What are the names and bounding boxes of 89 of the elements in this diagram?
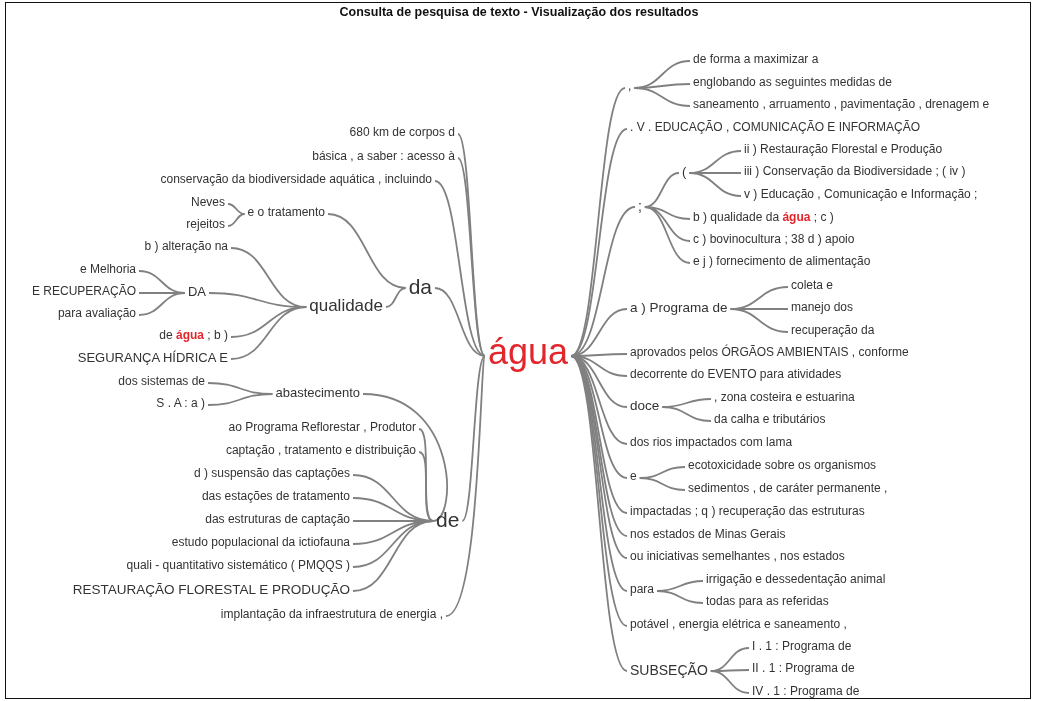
phrase-label: todas para as referidas [706,595,829,609]
phrase-label: iii ) Conservação da Biodiversidade ; ( iv ) [744,165,966,179]
phrase-label: . V . EDUCAÇÃO , COMUNICAÇÃO E INFORMAÇÃO [630,121,921,135]
phrase-label: dos rios impactados com lama [630,436,793,450]
phrase-label: II . 1 : Programa de [752,662,855,676]
phrase-label: ecotoxicidade sobre os organismos [688,459,877,473]
phrase-label: estudo populacional da ictiofauna [171,536,350,550]
phrase-label: e o tratamento [247,206,325,220]
branch-line [644,206,691,264]
phrase-label: IV . 1 : Programa de [752,685,860,699]
branch-line [227,213,246,227]
phrase-label: da calha e tributários [714,413,826,427]
phrase-label: qualidade [309,296,383,316]
phrase-label: da [408,274,432,300]
branch-line [418,451,434,522]
branch-line [434,287,486,357]
phrase-label: saneamento , arruamento , pavimentação , drenagem e [693,98,990,112]
phrase-label: , zona costeira e estuarina [714,391,855,405]
branch-line [570,128,628,357]
phrase-label: ou iniciativas semelhantes , nos estados [630,550,845,564]
phrase-label: para [630,583,655,597]
phrase-label: aprovados pelos ÓRGÃOS AMBIENTAIS , conforme [630,346,909,360]
branch-line [633,87,691,107]
phrase-label: SUBSEÇÃO [630,661,708,679]
phrase-label: v ) Educação , Comunicação e Informação ; [744,188,978,202]
phrase-label: decorrente do EVENTO para atividades [630,368,842,382]
branch-line [638,477,686,491]
phrase-label: recuperação da [791,324,875,338]
phrase-label: de forma a maximizar a [693,53,819,67]
phrase-label: conservação da biodiversidade aquática , incluindo [160,173,432,187]
branch-line [688,172,742,197]
branch-line [434,180,486,357]
branch-line [709,670,750,694]
branch-line [729,308,789,333]
phrase-label: e [630,470,637,484]
branch-line [661,406,712,422]
branch-line [445,355,486,617]
phrase-label: E RECUPERAÇÃO [31,285,136,299]
phrase-label: doce [630,398,660,414]
phrase-label: DA [187,284,206,300]
phrase-label: S . A : a ) [156,397,205,411]
branch-line [418,428,434,522]
phrase-label: ; [638,197,642,215]
phrase-label: captação , tratamento e distribuição [225,444,416,458]
phrase-label: abastecimento [275,385,360,401]
phrase-label: e Melhoria [79,263,136,277]
phrase-label: das estruturas de captação [205,513,350,527]
phrase-label: , [628,80,632,94]
phrase-label: RESTAURAÇÃO FLORESTAL E PRODUÇÃO [72,582,350,598]
phrase-label: Neves [191,196,225,210]
branch-line [138,292,186,316]
title: Consulta de pesquisa de texto - Visualização dos resultados [339,5,699,19]
phrase-label: ao Programa Reflorestar , Produtor [228,421,416,435]
phrase-label: nos estados de Minas Gerais [630,528,786,542]
phrase-label: sedimentos , de caráter permanente , [688,482,888,496]
branch-line [207,393,274,406]
phrase-label: d ) suspensão das captações [193,467,350,481]
phrase-label: b ) alteração na [144,240,228,254]
phrase-label: de água ; b ) [159,329,228,343]
phrase-label: manejo dos [791,301,854,315]
phrase-label: e j ) fornecimento de alimentação [693,255,871,269]
branch-line [385,287,407,308]
phrase-label: de [436,507,460,533]
phrase-label: dos sistemas de [118,375,205,389]
phrase-label: irrigação e dessedentação animal [706,573,886,587]
phrase-label: 680 km de corpos d [349,126,455,140]
phrase-label: ii ) Restauração Florestal e Produção [744,143,943,157]
phrase-label: impactadas ; q ) recuperação das estruturas [630,505,865,519]
phrase-label: I . 1 : Programa de [752,640,852,654]
phrase-label: potável , energia elétrica e saneamento , [630,618,847,632]
phrase-label: c ) bovinocultura ; 38 d ) apoio [693,233,855,247]
branch-line [352,520,434,592]
phrase-label: básica , a saber : acesso à [312,150,455,164]
phrase-label: rejeitos [186,218,225,232]
phrase-label: quali - quantitativo sistemático ( PMQQS ) [126,559,350,573]
phrase-label: SEGURANÇA HÍDRICA E [77,350,228,366]
phrase-label: a ) Programa de [630,300,728,316]
phrase-label: para avaliação [57,307,136,321]
branch-line [656,590,704,604]
phrase-label: das estações de tratamento [201,490,350,504]
phrase-label: implantação da infraestrutura de energia , [220,608,443,622]
phrase-label: englobando as seguintes medidas de [693,76,892,90]
phrase-label: coleta e [791,279,834,293]
phrase-label: b ) qualidade da água ; c ) [693,211,834,225]
branch-line [461,355,486,522]
branch-line [230,306,308,360]
phrase-label: ( [682,164,687,180]
root-word: água [487,331,569,373]
branch-line [362,393,448,522]
